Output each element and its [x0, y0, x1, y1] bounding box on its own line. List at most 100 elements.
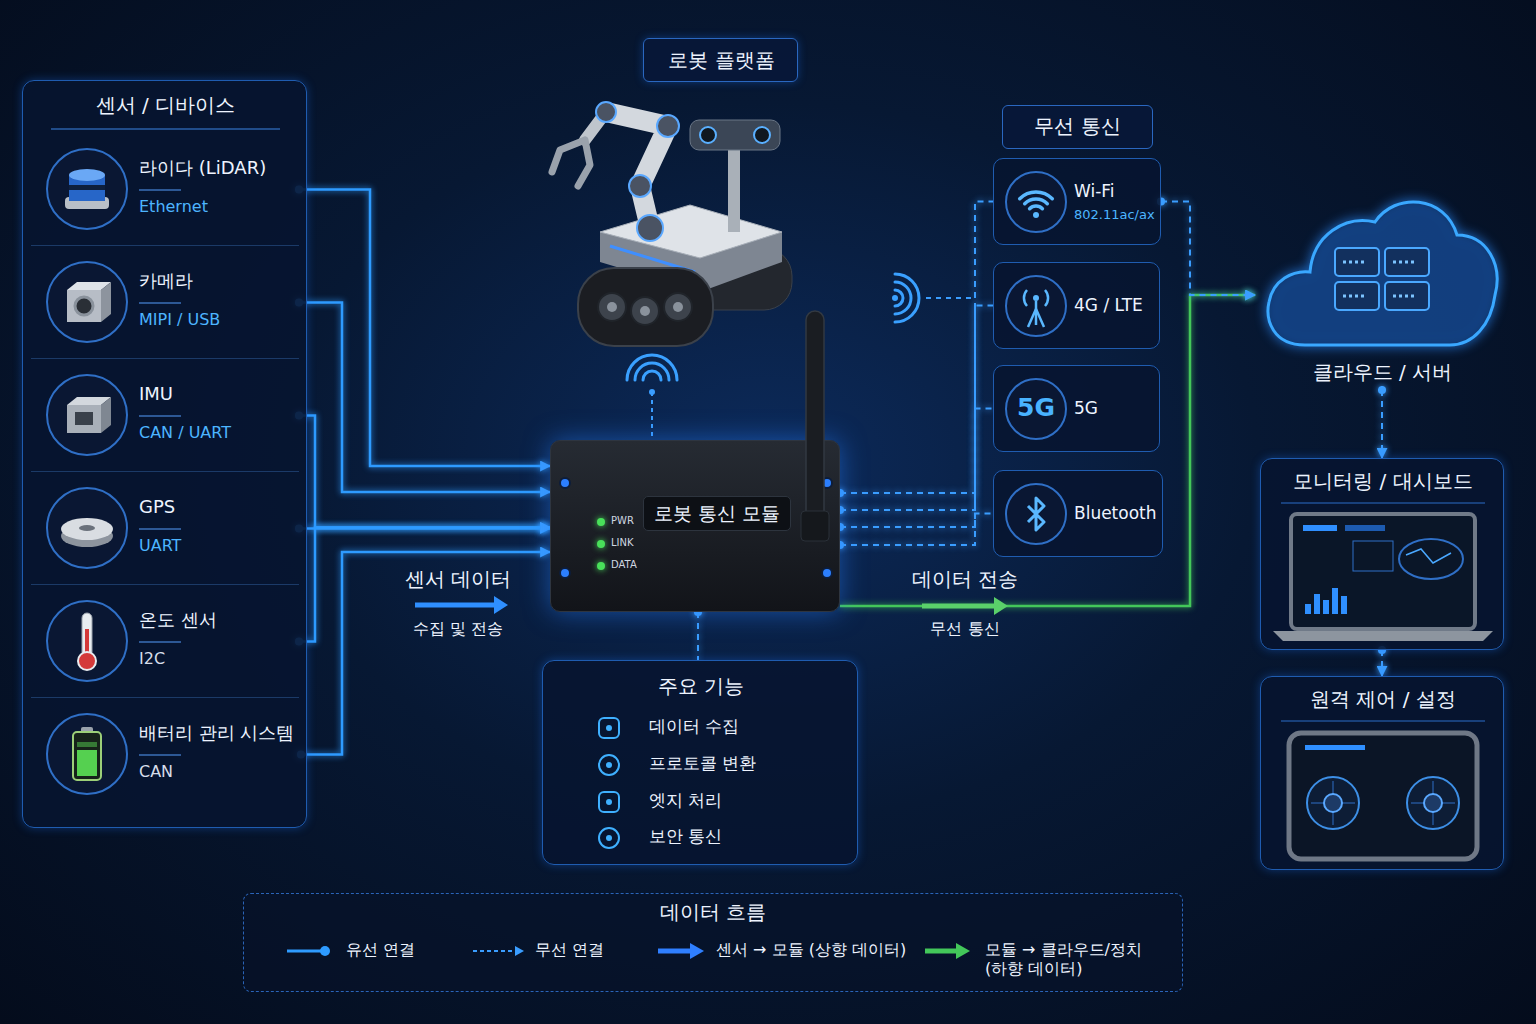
divider-line — [1281, 502, 1485, 504]
title-underline — [139, 754, 181, 756]
node-decoration — [31, 246, 299, 359]
feature-item: 엣지 처리 — [649, 790, 722, 810]
title-underline — [139, 302, 181, 304]
group-heading: 무선 통신 — [1002, 105, 1153, 149]
icon-ring — [1006, 379, 1066, 439]
wifi-arc — [1020, 192, 1053, 199]
device-interface: Ethernet — [139, 197, 208, 216]
remote-panel: 원격 제어 / 설정 — [1260, 676, 1504, 870]
server-unit — [1385, 248, 1429, 276]
robot-hub — [673, 302, 683, 312]
device-name: 배터리 관리 시스템 — [139, 722, 294, 744]
device-row: 온도 센서I2C — [31, 585, 299, 698]
server-light — [1393, 295, 1415, 298]
robot-gripper — [552, 140, 590, 186]
node-decoration — [1255, 180, 1510, 390]
node-decoration — [31, 472, 299, 585]
antenna — [806, 311, 824, 531]
device-row: IMU CAN / UART — [31, 359, 299, 472]
legend-down-head — [956, 943, 970, 959]
upstream-arrow-shaft — [415, 603, 496, 608]
device-name: IMU — [139, 383, 173, 405]
wireless-name: 5G — [1074, 398, 1098, 418]
legend-title: 데이터 흐름 — [563, 900, 863, 924]
tower-top — [1033, 295, 1039, 301]
camera-lens — [75, 297, 93, 315]
server-light — [1393, 261, 1415, 264]
cloud-node: 클라우드 / 서버 — [1255, 180, 1510, 390]
chart-bar — [1332, 588, 1338, 614]
flow-sublabel: 수집 및 전송 — [368, 619, 548, 638]
wired-connector — [299, 528, 550, 642]
led-label: PWR — [611, 515, 634, 527]
joystick-cross — [1311, 781, 1355, 825]
battery-body — [73, 732, 101, 780]
device-name: 라이다 (LiDAR) — [139, 157, 266, 179]
device-row: 카메라MIPI / USB — [31, 246, 299, 359]
node-decoration — [994, 159, 1161, 246]
robot-joint — [637, 215, 663, 241]
joystick-ring — [1407, 777, 1459, 829]
wifi-dot — [1033, 212, 1039, 218]
camera-lens — [700, 127, 716, 143]
node-decoration — [31, 698, 299, 811]
legend-wireless-head — [515, 946, 524, 956]
icon-ring — [1006, 484, 1066, 544]
server-unit — [1335, 248, 1379, 276]
module-title: 로봇 통신 모듈 — [643, 496, 791, 531]
robot-illustration — [552, 102, 792, 346]
comm-module: 로봇 통신 모듈 — [550, 440, 840, 612]
device-row: 배터리 관리 시스템CAN — [31, 698, 301, 811]
status-led — [597, 518, 605, 526]
link-dot — [649, 389, 655, 395]
wireless-connector — [1381, 390, 1383, 458]
downstream-arrow-shaft — [922, 604, 996, 609]
feature-icon-dot — [606, 725, 612, 731]
device-name: 카메라 — [139, 270, 193, 292]
tablet-bar — [1305, 745, 1365, 750]
imu-front — [67, 405, 101, 433]
cloud-outline — [1268, 202, 1497, 345]
signal-arc — [635, 363, 669, 380]
wifi-arc — [1030, 206, 1043, 209]
legend-text: 모듈 → 클라우드/정치 (하향 데이터) — [985, 940, 1145, 978]
camera-front — [67, 290, 101, 322]
chart-box — [1353, 541, 1393, 571]
bluetooth-rune — [1028, 498, 1044, 530]
icon-ring — [47, 262, 127, 342]
robot-wheel — [631, 297, 659, 325]
cloud-title: 클라우드 / 서버 — [1255, 360, 1510, 384]
thermometer-tube — [82, 613, 92, 657]
server-light — [1343, 261, 1365, 264]
dashboard-panel: 모니터링 / 대시보드 — [1260, 458, 1504, 650]
device-interface: CAN / UART — [139, 423, 231, 442]
status-led — [597, 562, 605, 570]
feature-icon-dot — [606, 762, 612, 768]
legend-up-sample — [658, 949, 692, 954]
camera-lens — [754, 127, 770, 143]
icon-ring — [47, 375, 127, 455]
robot-hub — [640, 306, 650, 316]
feature-icon — [599, 828, 619, 848]
title-underline — [139, 641, 181, 643]
legend-wired-dot — [320, 946, 330, 956]
robot-hub — [607, 302, 617, 312]
title-underline — [139, 415, 181, 417]
device-name: GPS — [139, 496, 175, 518]
feature-item: 데이터 수집 — [649, 716, 739, 736]
feature-icon-dot — [606, 835, 612, 841]
wireless-connector — [840, 409, 993, 528]
robot-track-front — [578, 268, 713, 346]
feature-item: 보안 통신 — [649, 826, 722, 846]
device-row: GPSUART — [31, 472, 299, 585]
node-decoration — [31, 585, 299, 698]
screen-bar — [1303, 525, 1337, 531]
title-underline — [139, 189, 181, 191]
wireless-link-line — [651, 392, 653, 436]
legend-text: 무선 연결 — [535, 940, 604, 959]
wireless-connector — [1381, 650, 1383, 676]
joystick-cross — [1411, 781, 1455, 825]
